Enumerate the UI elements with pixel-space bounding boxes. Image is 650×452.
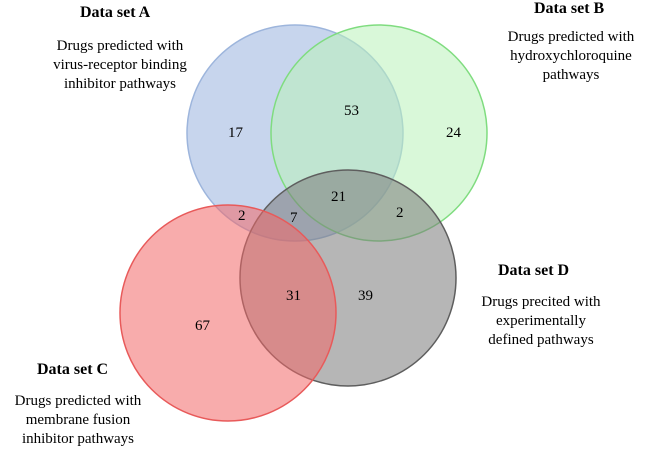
set-a-description: Drugs predicted with virus-receptor bind… (36, 37, 204, 94)
set-c-desc-line-1: Drugs predicted with (14, 393, 142, 409)
set-c-circle (119, 204, 337, 422)
set-b-desc-line-1: Drugs predicted with (507, 29, 635, 45)
region-b-only-count: 24 (446, 125, 461, 141)
region-a-b-count: 53 (344, 103, 359, 119)
set-b-title: Data set B (534, 0, 605, 17)
set-c-desc-line-3: inhibitor pathways (21, 431, 135, 447)
set-d-title: Data set D (498, 262, 570, 279)
region-a-only-count: 17 (228, 125, 243, 141)
set-d-desc-line-1: Drugs precited with (481, 294, 601, 310)
region-c-d-count: 31 (286, 288, 301, 304)
set-a-title: Data set A (80, 4, 151, 21)
region-d-only-count: 39 (358, 288, 373, 304)
region-a-c-d-count: 7 (290, 210, 298, 226)
region-c-only-count: 67 (195, 318, 210, 334)
set-b-description: Drugs predicted with hydroxychloroquine … (490, 28, 650, 85)
set-d-description: Drugs precited with experimentally defin… (458, 293, 624, 350)
set-a-desc-line-1: Drugs predicted with (56, 38, 184, 54)
set-a-desc-line-2: virus-receptor binding (53, 57, 187, 73)
set-b-desc-line-2: hydroxychloroquine (510, 48, 632, 64)
set-b-desc-line-3: pathways (542, 67, 600, 83)
set-c-desc-line-2: membrane fusion (25, 412, 131, 428)
region-a-b-d-count: 21 (331, 189, 346, 205)
region-b-d-count: 2 (396, 205, 404, 221)
set-c-title: Data set C (37, 361, 109, 378)
set-c-description: Drugs predicted with membrane fusion inh… (0, 392, 156, 449)
set-d-desc-line-3: defined pathways (488, 332, 594, 348)
region-a-c-count: 2 (238, 208, 246, 224)
set-d-desc-line-2: experimentally (496, 313, 586, 329)
set-a-desc-line-3: inhibitor pathways (63, 76, 177, 92)
